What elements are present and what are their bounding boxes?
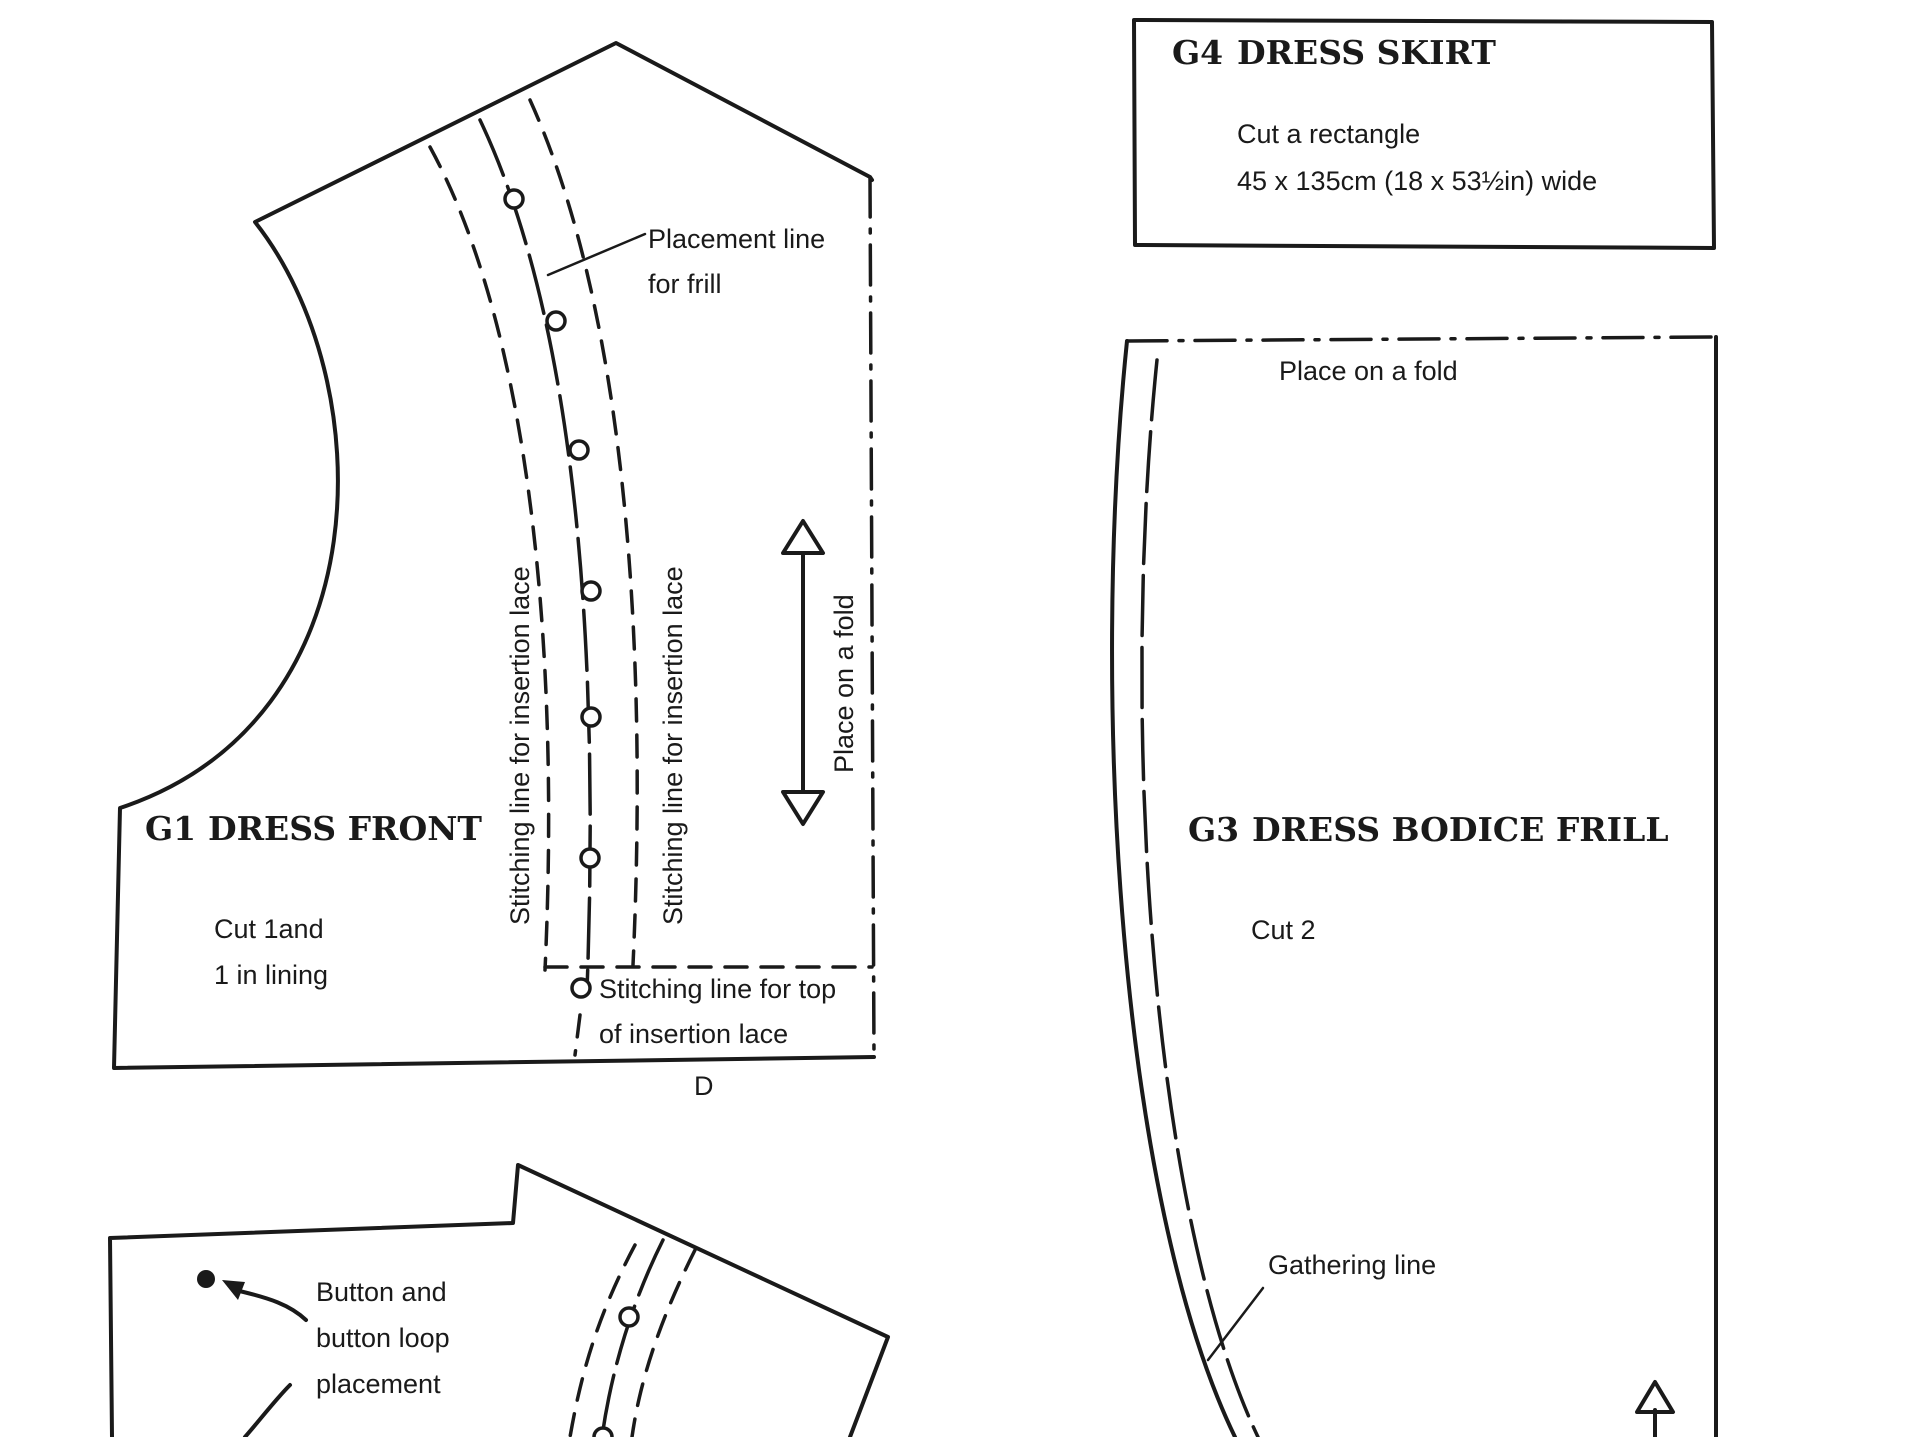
- g4-outline: [1132, 18, 1716, 250]
- g1-fold-arrow-head-bottom: [781, 790, 825, 826]
- g2-button-leader-arrowhead: [222, 1280, 245, 1300]
- g1-fold-edge: [868, 175, 876, 1059]
- g3-title: DRESS BODICE FRILL: [1252, 810, 1669, 849]
- g1-frill-placement-line: [478, 118, 592, 992]
- g2-stitch-line-right: [630, 1248, 697, 1437]
- g1-cut-label-2: 1 in lining: [214, 960, 328, 990]
- g3-gathering-line: [1140, 358, 1260, 1437]
- piece-g2-partial: Button and button loop placement: [108, 1163, 890, 1437]
- g1-stitch-label-left: Stitching line for insertion lace: [505, 566, 535, 925]
- g2-button-leader: [233, 1288, 308, 1322]
- g1-marker-hole-4: [580, 580, 602, 602]
- g1-stitch-line-left: [428, 145, 551, 972]
- g1-frill-label-2: for frill: [648, 269, 722, 299]
- g1-frill-label-1: Placement line: [648, 224, 825, 254]
- g2-button-label-3: placement: [316, 1369, 441, 1399]
- g1-marker-hole-7: [570, 977, 592, 999]
- g3-grain-arrow-head: [1635, 1380, 1675, 1414]
- g1-stitch-line-right: [528, 98, 639, 967]
- g3-cut-label: Cut 2: [1251, 915, 1316, 945]
- g1-top-lace-tail: [573, 1013, 582, 1057]
- g4-instruction-2: 45 x 135cm (18 x 53½in) wide: [1237, 166, 1597, 196]
- piece-g3-bodice-frill: Place on a fold G3 DRESS BODICE FRILL Cu…: [1110, 335, 1718, 1437]
- g1-title: DRESS FRONT: [208, 809, 482, 848]
- g4-title: DRESS SKIRT: [1237, 33, 1496, 72]
- g1-corner-mark: D: [694, 1071, 714, 1101]
- g1-outline: [112, 41, 876, 1070]
- g1-marker-hole-1: [503, 188, 525, 210]
- g1-fold-label: Place on a fold: [829, 594, 859, 773]
- g1-top-lace-label-2: of insertion lace: [599, 1019, 788, 1049]
- g1-fold-arrow-head-top: [781, 519, 825, 555]
- g2-armhole-start: [243, 1383, 292, 1437]
- g2-marker-hole-1: [618, 1306, 640, 1328]
- g3-left-edge: [1110, 339, 1237, 1437]
- piece-g4-dress-skirt: G4 DRESS SKIRT Cut a rectangle 45 x 135c…: [1132, 18, 1716, 250]
- g1-code: G1: [145, 809, 196, 848]
- g2-button-dot: [197, 1270, 215, 1288]
- piece-g1-dress-front: G1 DRESS FRONT Cut 1and 1 in lining Plac…: [112, 41, 876, 1101]
- g1-marker-hole-5: [580, 706, 602, 728]
- g1-stitch-label-right: Stitching line for insertion lace: [658, 566, 688, 925]
- g2-frill-placement-line: [600, 1238, 665, 1437]
- g2-stitch-line-left: [568, 1243, 637, 1437]
- g2-outline: [108, 1163, 890, 1437]
- g1-top-lace-label-1: Stitching line for top: [599, 974, 836, 1004]
- g3-fold-label: Place on a fold: [1279, 356, 1458, 386]
- g1-marker-hole-2: [545, 310, 567, 332]
- g4-code: G4: [1172, 33, 1223, 72]
- g2-button-label-1: Button and: [316, 1277, 447, 1307]
- g1-frill-leader: [546, 232, 647, 277]
- g2-button-label-2: button loop: [316, 1323, 450, 1353]
- g1-cut-label-1: Cut 1and: [214, 914, 324, 944]
- g2-marker-hole-2: [592, 1426, 614, 1437]
- g1-marker-hole-6: [579, 847, 601, 869]
- g1-marker-hole-3: [568, 439, 590, 461]
- g3-gathering-label: Gathering line: [1268, 1250, 1436, 1280]
- g3-fold-line: [1125, 335, 1718, 343]
- g3-code: G3: [1188, 810, 1239, 849]
- g3-gathering-leader: [1206, 1286, 1265, 1362]
- g4-instruction-1: Cut a rectangle: [1237, 119, 1420, 149]
